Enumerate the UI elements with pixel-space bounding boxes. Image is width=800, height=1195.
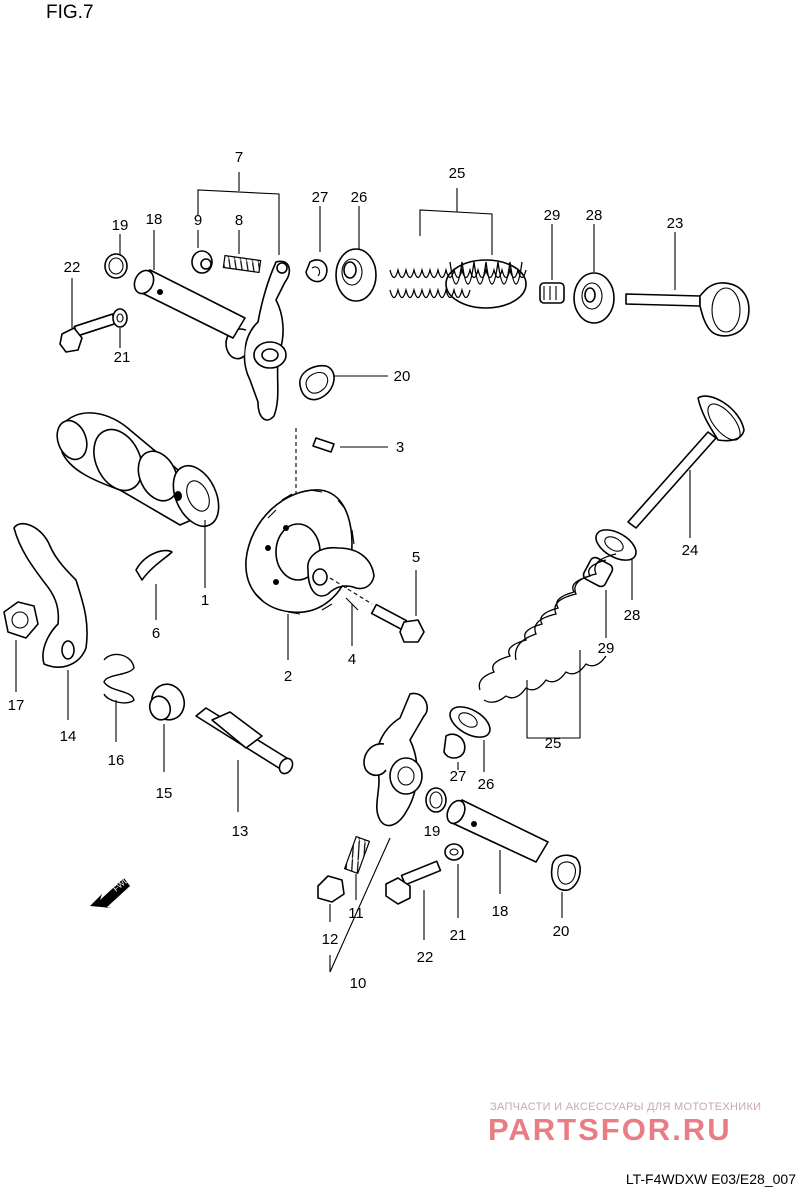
callout-20-lower: 20	[553, 923, 570, 940]
callout-1: 1	[201, 592, 209, 609]
callout-16: 16	[108, 752, 125, 769]
callout-19: 19	[112, 217, 129, 234]
part-10-rocker-arm	[329, 692, 428, 973]
callout-17: 17	[8, 697, 25, 714]
callout-7: 7	[235, 149, 243, 166]
part-20-gasket-top	[299, 364, 388, 401]
part-19-o-ring-lower	[425, 787, 447, 813]
callout-24: 24	[682, 542, 699, 559]
callout-labels: 7 9 8 27 26 25 29 28 23 19 18 22 21 20 3…	[8, 149, 699, 992]
part-21-washer-lower	[444, 843, 464, 918]
callout-4: 4	[348, 651, 356, 668]
part-24-valve	[627, 395, 745, 538]
callout-25-lower: 25	[545, 735, 562, 752]
callout-18-lower: 18	[492, 903, 509, 920]
part-27-valve-cotter	[305, 259, 328, 283]
callout-leaders	[71, 206, 676, 348]
callout-29-lower: 29	[598, 640, 615, 657]
figure-label: FIG.7	[46, 2, 94, 23]
callout-5: 5	[412, 549, 420, 566]
part-29-stem-seal	[539, 282, 565, 304]
part-20-gasket-lower	[550, 854, 581, 918]
part-4-plate	[307, 546, 375, 646]
callout-10: 10	[350, 975, 367, 992]
callout-29: 29	[544, 207, 561, 224]
part-13-tensioner-shaft	[195, 707, 294, 812]
callout-14: 14	[60, 728, 77, 745]
callout-3: 3	[396, 439, 404, 456]
callout-26-lower: 26	[478, 776, 495, 793]
callout-27: 27	[312, 189, 329, 206]
part-8-adjust-screw	[222, 254, 262, 274]
part-29-stem-seal-lower	[582, 556, 614, 638]
watermark-tagline: ЗАПЧАСТИ И АКСЕССУАРЫ ДЛЯ МОТОТЕХНИКИ	[490, 1101, 762, 1113]
callout-19-lower: 19	[424, 823, 441, 840]
callout-28-lower: 28	[624, 607, 641, 624]
part-27-valve-cotter-lower	[443, 733, 466, 770]
part-22-bolt-lower	[385, 860, 442, 940]
callout-11: 11	[348, 905, 364, 922]
part-9-locknut	[191, 250, 213, 274]
part-3-pin	[295, 428, 388, 520]
callout-23: 23	[667, 215, 684, 232]
callout-8: 8	[235, 212, 243, 229]
callout-15: 15	[156, 785, 173, 802]
callout-7-bracket	[197, 172, 280, 255]
part-5-bolt	[329, 570, 425, 643]
part-23-valve	[625, 282, 750, 337]
callout-13: 13	[232, 823, 249, 840]
part-6-clip	[135, 549, 173, 620]
callout-22-lower: 22	[417, 949, 434, 966]
callout-22: 22	[64, 259, 81, 276]
callout-28: 28	[586, 207, 603, 224]
callout-21: 21	[114, 349, 131, 366]
callout-20: 20	[394, 368, 411, 385]
callout-26: 26	[351, 189, 368, 206]
part-16-spring	[103, 653, 135, 742]
callout-21-lower: 21	[450, 927, 467, 944]
drawing-code: LT-F4WDXW E03/E28_007	[625, 1171, 796, 1187]
callout-12: 12	[322, 931, 339, 948]
part-25-valve-springs-top	[389, 188, 527, 309]
part-21-washer	[112, 308, 128, 328]
part-18-rocker-shaft	[133, 269, 246, 339]
callout-25: 25	[449, 165, 466, 182]
callout-27-lower: 27	[450, 768, 467, 785]
callout-2: 2	[284, 668, 292, 685]
callout-18: 18	[146, 211, 163, 228]
part-19-o-ring	[104, 253, 128, 279]
part-26-spring-retainer	[335, 248, 377, 302]
part-28-spring-seat	[573, 272, 615, 324]
callout-6: 6	[152, 625, 160, 642]
part-26-spring-retainer-lower	[449, 706, 491, 772]
part-1-camshaft	[56, 412, 220, 588]
part-14-tensioner-arm	[13, 522, 88, 720]
fwd-arrow-icon: FWD	[90, 875, 131, 908]
part-25-valve-springs-lower	[478, 553, 617, 739]
part-22-bolt	[59, 313, 117, 353]
part-15-bush	[148, 683, 186, 772]
watermark-brand[interactable]: PARTSFOR.RU	[488, 1112, 732, 1147]
part-12-locknut	[317, 875, 345, 922]
part-11-adjust-screw	[343, 835, 371, 900]
part-17-nut	[3, 601, 39, 692]
part-7-rocker-arm	[225, 260, 291, 421]
part-18-rocker-shaft-lower	[446, 799, 549, 894]
callout-9: 9	[194, 212, 202, 229]
